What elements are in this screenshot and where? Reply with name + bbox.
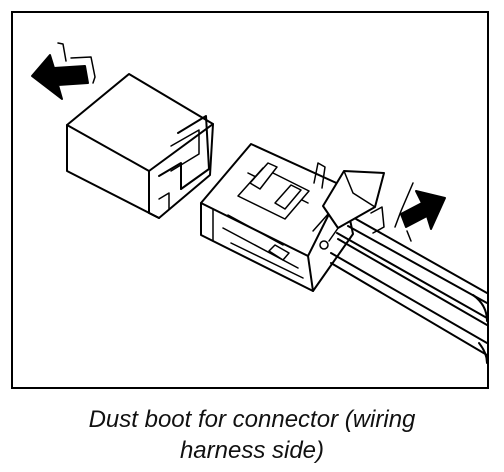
arrow-remove-icon xyxy=(31,42,96,100)
connector-housing xyxy=(200,143,354,292)
arrow-press-icon xyxy=(394,182,446,242)
lock-tab xyxy=(322,170,385,234)
caption-line-1: Dust boot for connector (wiring xyxy=(88,406,416,433)
diagram-frame xyxy=(11,11,489,389)
wiring-harness xyxy=(330,218,487,364)
caption-line-2: harness side) xyxy=(179,437,325,464)
figure-caption: Dust boot for connector (wiring harness … xyxy=(0,404,504,466)
dust-boot xyxy=(66,73,214,219)
connector-illustration xyxy=(31,42,487,364)
